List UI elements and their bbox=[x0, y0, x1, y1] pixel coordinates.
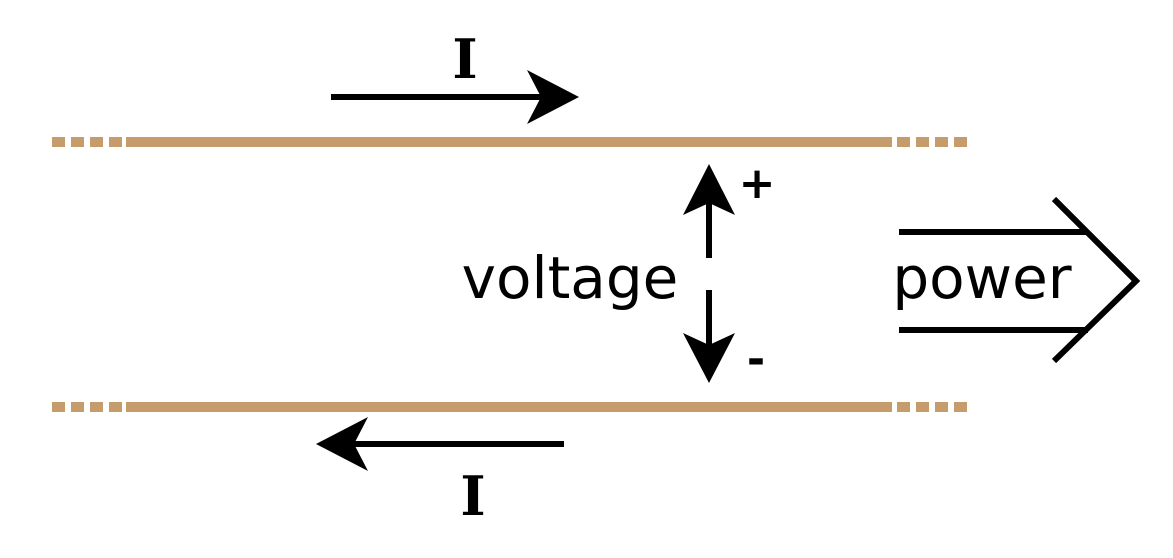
voltage-arrow-down-icon bbox=[683, 290, 735, 383]
current-arrow-left-icon bbox=[316, 417, 564, 471]
current-label-top: I bbox=[452, 27, 477, 91]
power-label: power bbox=[892, 244, 1071, 312]
voltage-label: voltage bbox=[462, 244, 679, 312]
voltage-arrow-up-icon bbox=[683, 164, 735, 258]
current-arrow-right-icon bbox=[331, 70, 579, 124]
power-flow-arrow-icon bbox=[899, 196, 1141, 364]
plus-sign: + bbox=[739, 158, 776, 209]
current-label-bottom: I bbox=[460, 464, 485, 528]
minus-sign: - bbox=[747, 334, 765, 385]
